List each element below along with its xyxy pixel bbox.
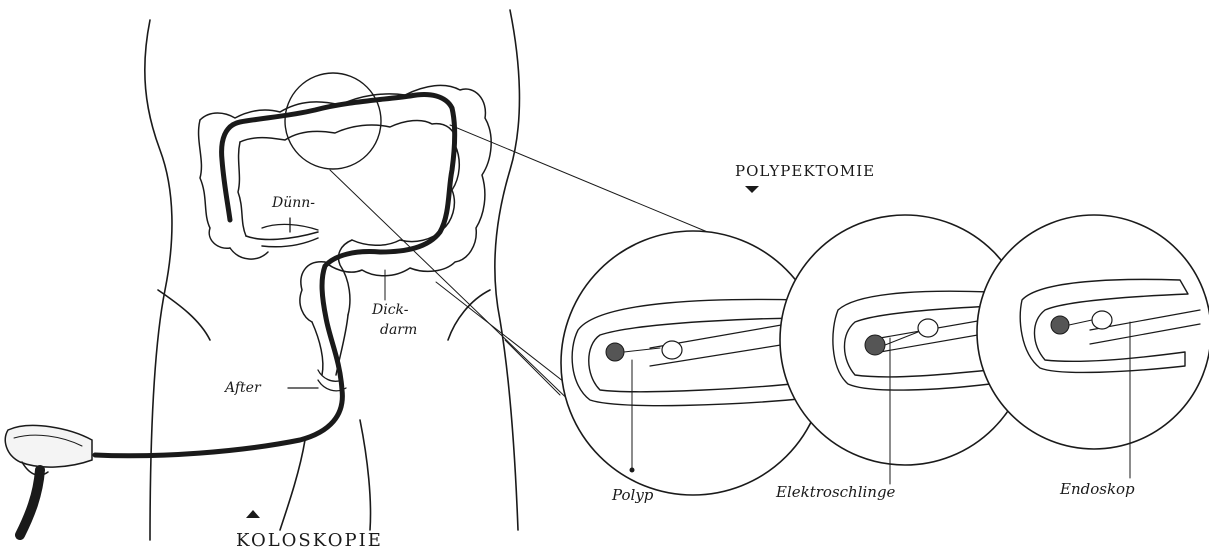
zoom-circle xyxy=(285,73,381,169)
endoscope-handle-icon xyxy=(5,425,92,535)
small-intestine xyxy=(262,218,318,232)
label-duenn: Dünn- xyxy=(271,195,315,211)
label-elektroschlinge: Elektroschlinge xyxy=(775,483,896,501)
colon xyxy=(199,85,492,375)
label-after: After xyxy=(223,380,262,396)
label-endoskop: Endoskop xyxy=(1059,480,1135,498)
label-polyp: Polyp xyxy=(611,486,654,504)
label-dick-line1: Dick- xyxy=(371,302,409,318)
heart-marker-icon xyxy=(745,186,759,193)
label-dick-line2: darm xyxy=(380,322,417,338)
heading-koloskopie: KOLOSKOPIE xyxy=(236,530,383,551)
detail-circle-endoscope xyxy=(977,215,1209,478)
triangle-marker-icon xyxy=(246,510,260,518)
heading-polypektomie: POLYPEKTOMIE xyxy=(735,162,875,180)
endoscope-tube xyxy=(95,95,455,456)
